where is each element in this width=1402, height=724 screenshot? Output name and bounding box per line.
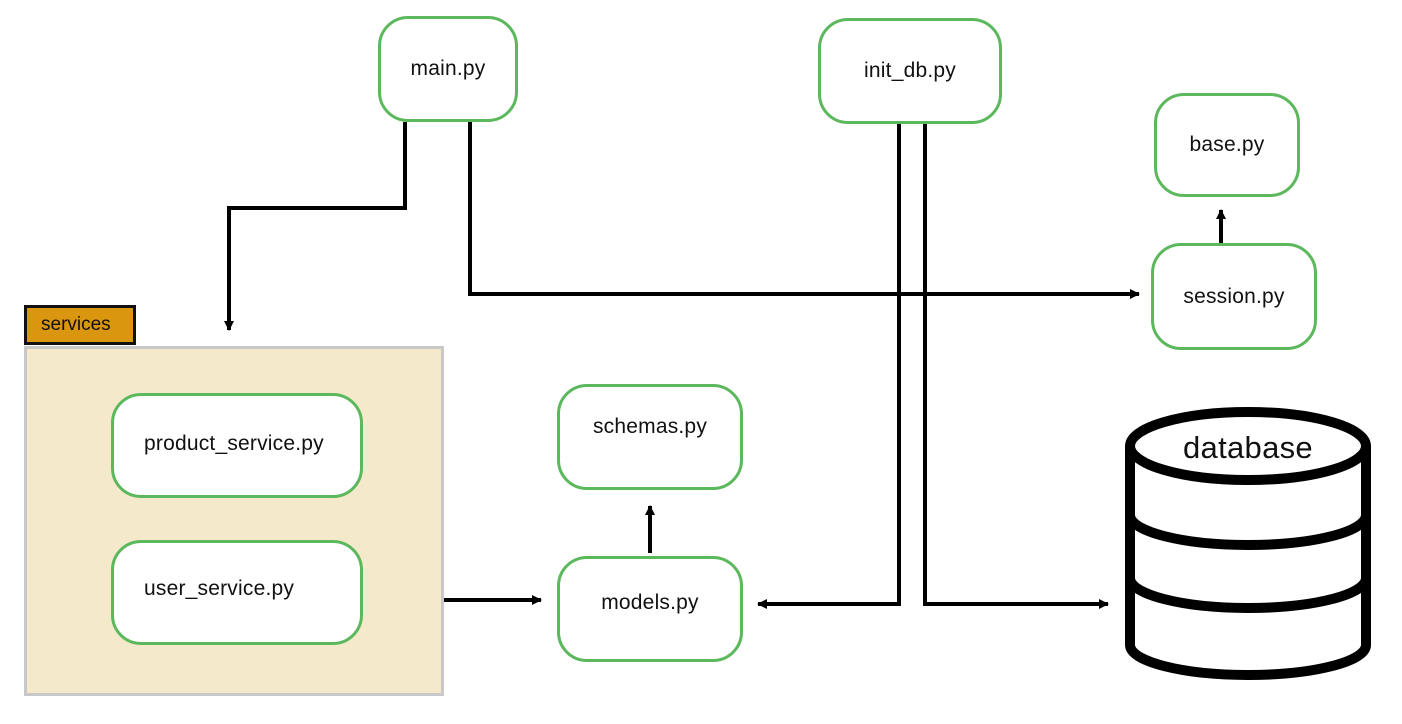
edge-main-to-services [224,122,407,331]
edge-main-to-session [468,122,1140,299]
edge-initdb-to-database [923,124,1109,609]
node-user-service-py: user_service.py [111,540,363,645]
node-init-db-py-label: init_db.py [864,59,956,82]
node-user-service-py-label: user_service.py [144,576,295,600]
node-schemas-py-label: schemas.py [592,415,708,438]
database-label: database [1183,430,1313,465]
node-main-py-label: main.py [410,57,486,80]
services-package-title: services [41,314,111,335]
database-cylinder-icon [1125,407,1371,680]
node-product-service-py: product_service.py [111,393,363,498]
node-main-py: main.py [378,16,518,122]
node-init-db-py: init_db.py [818,18,1002,124]
node-base-py-label: base.py [1189,133,1265,156]
node-session-py-label: session.py [1183,284,1285,308]
edge-initdb-to-models [757,124,901,609]
node-models-py-label: models.py [601,591,699,614]
node-base-py: base.py [1154,93,1300,197]
node-session-py: session.py [1151,243,1317,350]
services-package-label: services [24,305,136,345]
node-models-py: models.py [557,556,743,662]
node-product-service-py-label: product_service.py [144,431,324,455]
node-schemas-py: schemas.py [557,384,743,490]
